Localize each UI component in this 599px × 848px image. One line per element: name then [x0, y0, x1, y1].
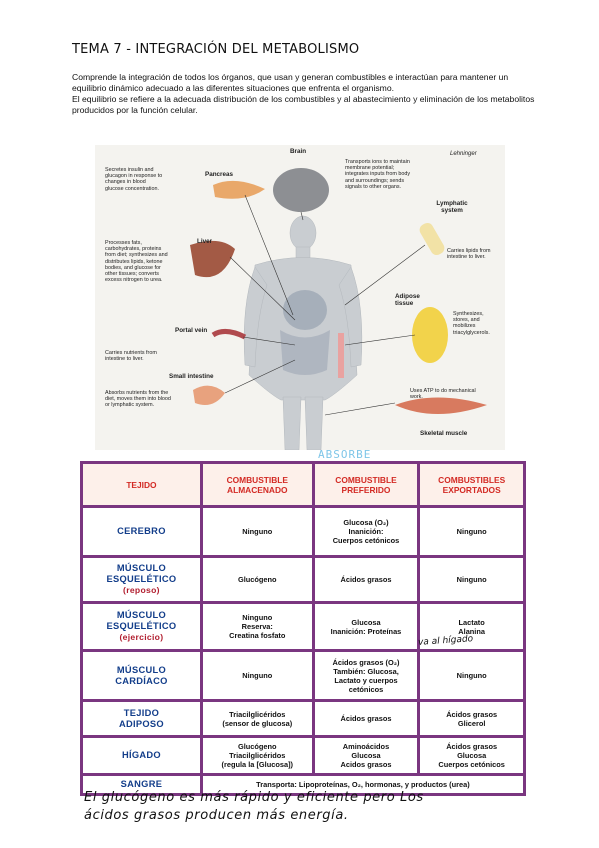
metabolism-organs-figure: Secretes insulin and glucagon in respons…: [95, 145, 505, 450]
exported-cell: Ácidos grasos Glucosa Cuerpos cetónicos: [417, 735, 526, 776]
portal-vein-label: Portal vein: [175, 327, 208, 334]
header-exportados: COMBUSTIBLES EXPORTADOS: [417, 461, 526, 508]
table-row-blood: SANGRE Transporta: Lipoproteínas, O₂, ho…: [80, 773, 527, 796]
exported-cell: Ácidos grasos Glicerol: [417, 699, 526, 738]
exported-cell: Ninguno: [417, 649, 526, 702]
preferred-cell: Ácidos grasos (O₂) También: Glucosa, Lac…: [311, 649, 421, 702]
stored-cell: Ninguno: [199, 649, 315, 702]
table-row: CEREBRO Ninguno Glucosa (O₂) Inanición: …: [80, 505, 526, 558]
lymphatic-note: Carries lipids from intestine to liver.: [447, 248, 491, 261]
tissue-cell-blood: SANGRE: [80, 773, 203, 796]
table-header-row: TEJIDO COMBUSTIBLE ALMACENADO COMBUSTIBL…: [80, 461, 526, 508]
connector-lines: [224, 194, 426, 416]
tissue-cell: MÚSCULO ESQUELÉTICO(reposo): [80, 555, 203, 604]
adipose-label: Adipose tissue: [395, 293, 420, 307]
small-intestine-icon: [193, 385, 225, 406]
preferred-cell: Aminoácidos Glucosa Acidos grasos: [311, 735, 421, 776]
stored-cell: Ninguno Reserva: Creatina fosfato: [199, 601, 315, 652]
stored-cell: Ninguno: [199, 505, 315, 558]
human-body-icon: [243, 215, 363, 450]
skeletal-muscle-icon: [395, 397, 487, 414]
stored-cell: Glucógeno Triacilglicéridos (regula la […: [199, 735, 315, 776]
liver-label: Liver: [197, 238, 213, 245]
tissue-cell: TEJIDO ADIPOSO: [80, 699, 203, 738]
brain-label: Brain: [290, 148, 307, 155]
lymphatic-icon: [419, 222, 445, 256]
internal-organs: [280, 290, 344, 378]
stored-cell: Glucógeno: [199, 555, 315, 604]
stored-cell: Triacilglicéridos (sensor de glucosa): [199, 699, 315, 738]
preferred-cell: Ácidos grasos: [311, 699, 421, 738]
exported-cell: Ninguno: [417, 505, 526, 558]
intro-text: Comprende la integración de todos los ór…: [72, 72, 542, 116]
intro-paragraph-1: Comprende la integración de todos los ór…: [72, 72, 509, 93]
adipose-tissue-icon: [412, 307, 448, 363]
small-intestine-note: Absorbs nutrients from the diet, moves t…: [105, 390, 171, 409]
preferred-cell: Glucosa (O₂) Inanición: Cuerpos cetónico…: [311, 505, 421, 558]
table-row: MÚSCULO CARDÍACO Ninguno Ácidos grasos (…: [80, 649, 526, 702]
blood-transport-cell: Transporta: Lipoproteínas, O₂, hormonas,…: [199, 773, 527, 796]
tissue-cell: MÚSCULO ESQUELÉTICO(ejercicio): [80, 601, 203, 652]
pancreas-label: Pancreas: [205, 171, 234, 178]
header-tejido: TEJIDO: [80, 461, 203, 508]
absorbe-annotation: ABSORBE: [318, 448, 372, 461]
tissue-cell: MÚSCULO CARDÍACO: [80, 649, 203, 702]
liver-note: Processes fats, carbohydrates, proteins …: [105, 240, 168, 284]
brain-icon: [273, 168, 329, 212]
liver-icon: [190, 240, 235, 278]
page-title: TEMA 7 - INTEGRACIÓN DEL METABOLISMO: [72, 42, 360, 57]
portal-vein-icon: [211, 329, 247, 340]
handwritten-line-1: El glucógeno es más rápido y eficiente p…: [84, 790, 424, 805]
small-intestine-label: Small intestine: [169, 373, 214, 380]
header-preferido: COMBUSTIBLE PREFERIDO: [311, 461, 421, 508]
adipose-note: Synthesizes, stores, and mobilizes triac…: [453, 311, 490, 336]
preferred-cell: Ácidos grasos: [311, 555, 421, 604]
skeletal-muscle-label: Skeletal muscle: [420, 430, 468, 437]
brain-note: Transports ions to maintain membrane pot…: [345, 159, 411, 190]
source-label: Lehninger: [450, 151, 477, 157]
body-illustration: [190, 168, 487, 450]
pancreas-icon: [213, 180, 265, 199]
header-almacenado: COMBUSTIBLE ALMACENADO: [199, 461, 315, 508]
exported-cell: Lactato Alanina: [417, 601, 526, 652]
table-row: MÚSCULO ESQUELÉTICO(ejercicio) Ninguno R…: [80, 601, 526, 652]
exported-cell: Ninguno: [417, 555, 526, 604]
tissue-cell: HÍGADO: [80, 735, 203, 776]
fuel-table: TEJIDO COMBUSTIBLE ALMACENADO COMBUSTIBL…: [80, 461, 527, 796]
pancreas-note: Secretes insulin and glucagon in respons…: [105, 167, 163, 192]
portal-vein-note: Carries nutrients from intestine to live…: [105, 350, 157, 363]
table-row: MÚSCULO ESQUELÉTICO(reposo) Glucógeno Ác…: [80, 555, 526, 604]
lymphatic-label: Lymphatic system: [436, 200, 468, 214]
muscle-note: Uses ATP to do mechanical work.: [410, 388, 476, 401]
preferred-cell: Glucosa Inanición: Proteínas: [311, 601, 421, 652]
tissue-cell: CEREBRO: [80, 505, 203, 558]
table-row: HÍGADO Glucógeno Triacilglicéridos (regu…: [80, 735, 526, 776]
intro-paragraph-2: El equilibrio se refiere a la adecuada d…: [72, 94, 535, 115]
handwritten-line-2: ácidos grasos producen más energía.: [84, 808, 349, 823]
table-row: TEJIDO ADIPOSO Triacilglicéridos (sensor…: [80, 699, 526, 738]
